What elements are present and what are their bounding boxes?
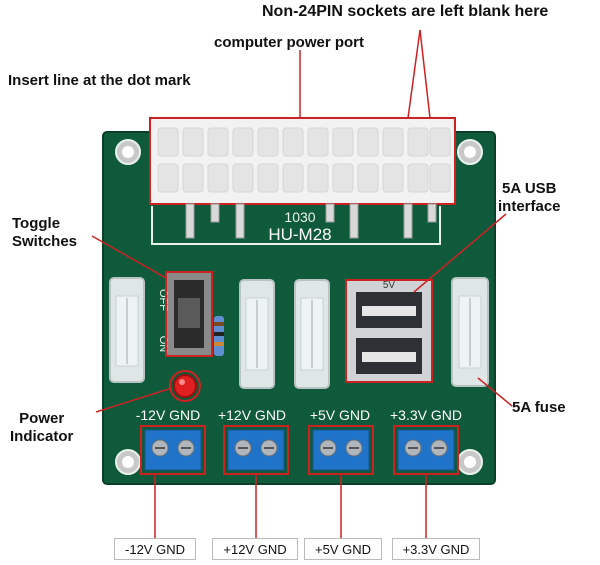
callout-usb-line-2: interface	[498, 198, 561, 215]
bottom-label-neg12v: -12V GND	[114, 538, 196, 560]
callout-usb-interface: 5A USB interface	[498, 180, 561, 216]
callout-indicator-line-2: Indicator	[10, 428, 74, 445]
callout-toggle-line-2: Switches	[12, 233, 78, 250]
terminal-label-3v3: +3.3V GND	[390, 407, 462, 423]
board-model: HU-M28	[268, 225, 331, 244]
bottom-label-5v: +5V GND	[304, 538, 382, 560]
usb-marking: 5V	[383, 280, 396, 291]
fuse-12v	[239, 279, 275, 389]
power-port-highlight	[149, 117, 456, 205]
switch-on-marking: ON	[157, 336, 169, 353]
mounting-hole	[115, 139, 141, 165]
resistor	[214, 316, 224, 356]
fuse-5v	[294, 279, 330, 389]
toggle-switch	[165, 271, 213, 357]
callout-toggle-switches: Toggle Switches	[12, 215, 77, 251]
mounting-hole	[115, 449, 141, 475]
board-code: 1030	[284, 209, 315, 225]
toggle-switch-highlight	[165, 271, 213, 357]
fuse-right	[451, 277, 489, 387]
switch-off-marking: OFF	[157, 289, 169, 311]
terminal-block-neg12v	[144, 429, 202, 471]
usb-ports	[345, 279, 433, 383]
led-highlight	[169, 370, 201, 402]
terminal-block-5v	[312, 429, 370, 471]
terminal-label-12v: +12V GND	[218, 407, 286, 423]
callout-lines	[91, 29, 513, 538]
callout-power-port: computer power port	[214, 34, 365, 51]
callout-power-indicator: Power Indicator	[10, 410, 73, 446]
terminal-label-neg12v: -12V GND	[136, 407, 201, 423]
usb-highlight	[345, 279, 433, 383]
callout-non-24pin: Non-24PIN sockets are left blank here	[262, 3, 549, 20]
terminal-block-3v3	[397, 429, 455, 471]
callout-insert-line: Insert line at the dot mark	[8, 72, 191, 89]
terminal-block-12v	[227, 429, 285, 471]
callout-indicator-line-1: Power	[19, 410, 65, 427]
power-led	[173, 374, 197, 398]
silkscreen-outline	[151, 206, 441, 245]
mounting-hole	[457, 139, 483, 165]
bottom-label-3v3: +3.3V GND	[392, 538, 480, 560]
callout-toggle-line-1: Toggle	[12, 215, 61, 232]
atx-power-connector	[149, 117, 456, 205]
terminal-label-5v: +5V GND	[310, 407, 370, 423]
callout-5a-fuse: 5A fuse	[512, 399, 566, 416]
callout-usb-line-1: 5A USB	[502, 180, 557, 197]
terminal-highlight	[140, 425, 206, 475]
mounting-hole	[457, 449, 483, 475]
fuse-left	[109, 277, 145, 383]
bottom-label-12v: +12V GND	[212, 538, 298, 560]
connector-pins	[185, 203, 437, 239]
